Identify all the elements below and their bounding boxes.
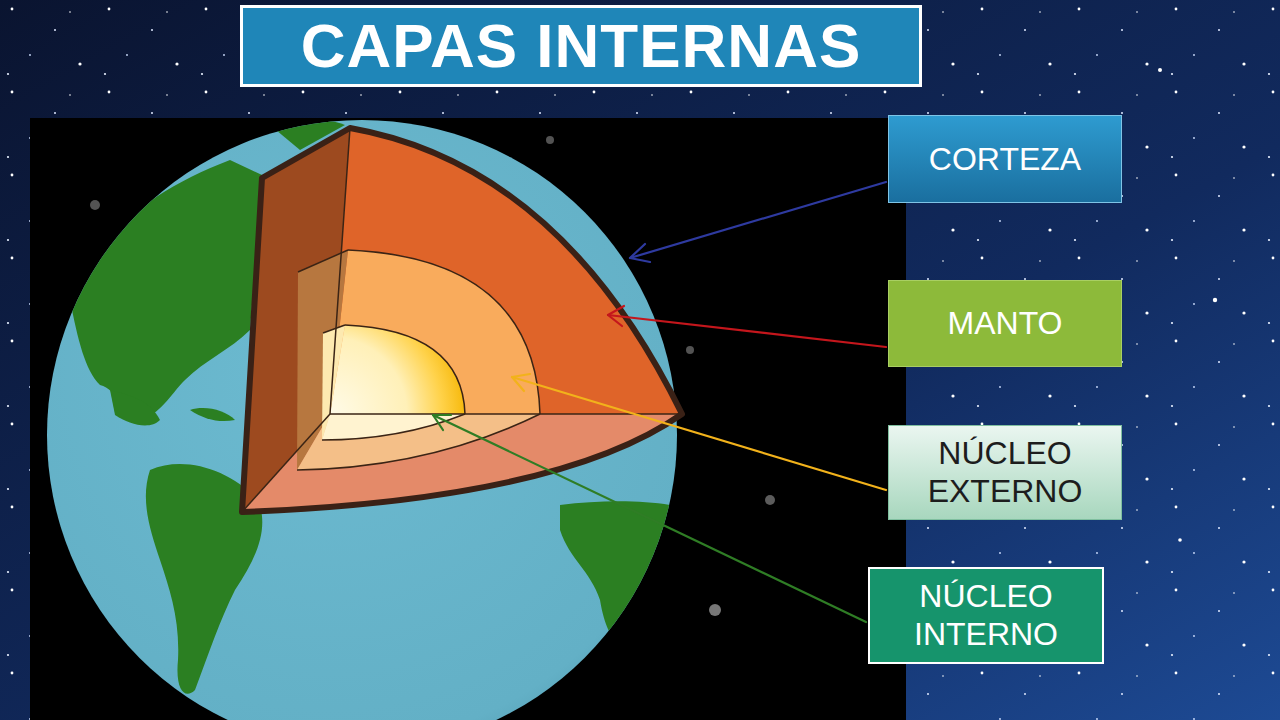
leader-line <box>433 415 866 622</box>
layer-name: MANTO <box>948 304 1063 342</box>
leader-arrowhead <box>433 415 451 430</box>
title-text: CAPAS INTERNAS <box>301 15 862 77</box>
inner-core-label-box: NÚCLEO INTERNO <box>868 567 1104 664</box>
crust-label-box: CORTEZA <box>888 115 1122 203</box>
layer-name: CORTEZA <box>929 140 1081 178</box>
leader-line <box>512 377 886 490</box>
leader-arrowhead <box>608 306 624 326</box>
leader-line <box>630 182 886 258</box>
layer-name: NÚCLEO INTERNO <box>882 577 1090 654</box>
leader-line <box>608 315 886 347</box>
leader-arrowhead <box>512 374 530 391</box>
title-box: CAPAS INTERNAS <box>240 5 922 87</box>
outer-core-label-box: NÚCLEO EXTERNO <box>888 425 1122 520</box>
leader-arrowhead <box>630 244 650 262</box>
mantle-label-box: MANTO <box>888 280 1122 367</box>
layer-name: NÚCLEO EXTERNO <box>901 434 1109 511</box>
